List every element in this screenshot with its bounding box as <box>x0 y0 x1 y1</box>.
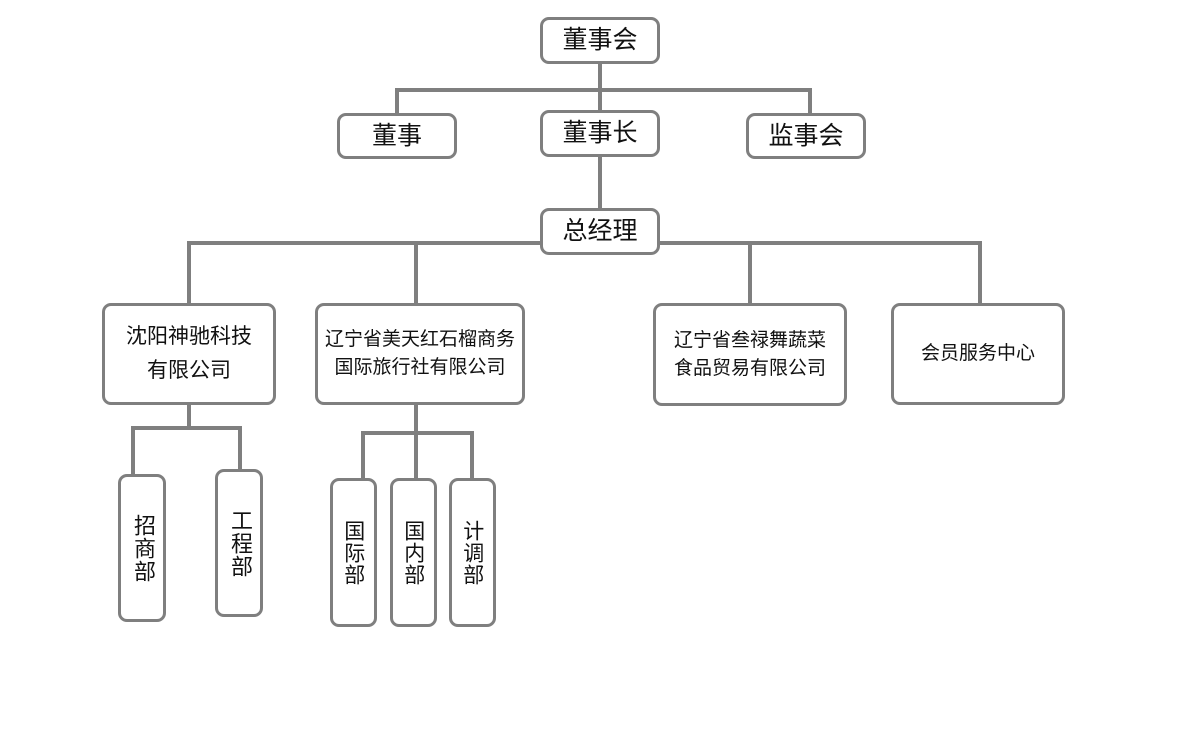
node-company-sanlu: 辽宁省叁禄舞蔬菜 食品贸易有限公司 <box>653 303 847 406</box>
node-board-label: 董事会 <box>562 25 638 55</box>
node-chairman-label: 董事长 <box>562 118 638 148</box>
node-member-service-center: 会员服务中心 <box>891 303 1065 405</box>
company-sanlu-line1: 辽宁省叁禄舞蔬菜 <box>673 328 826 351</box>
node-board: 董事会 <box>540 17 660 64</box>
member-service-center-label: 会员服务中心 <box>920 342 1035 365</box>
company-meitian-line1: 辽宁省美天红石榴商务 <box>324 328 515 351</box>
company-sanlu-line2: 食品贸易有限公司 <box>673 356 826 379</box>
company-meitian-line2: 国际旅行社有限公司 <box>334 356 506 378</box>
node-dept-gongcheng: 工程部 <box>215 469 263 617</box>
dept-zhaoshang-label: 招商部 <box>129 513 155 583</box>
dept-gongcheng-label: 工程部 <box>226 508 252 578</box>
node-director-label: 董事 <box>371 120 422 150</box>
node-dept-guonei: 国内部 <box>390 478 437 627</box>
node-director: 董事 <box>337 113 457 159</box>
node-general-manager: 总经理 <box>540 208 660 255</box>
node-company-meitian: 辽宁省美天红石榴商务 国际旅行社有限公司 <box>315 303 525 405</box>
node-supervisors-label: 监事会 <box>768 120 844 150</box>
node-dept-zhaoshang: 招商部 <box>118 474 166 622</box>
company-shenchi-line1: 沈阳神驰科技 <box>126 324 252 349</box>
node-chairman: 董事长 <box>540 110 660 157</box>
dept-jidiao-label: 计调部 <box>460 519 485 586</box>
dept-guonei-label: 国内部 <box>401 519 426 586</box>
node-company-shenchi: 沈阳神驰科技 有限公司 <box>102 303 276 405</box>
node-supervisors: 监事会 <box>746 113 866 159</box>
node-dept-guoji: 国际部 <box>330 478 377 627</box>
node-general-manager-label: 总经理 <box>562 216 638 246</box>
company-shenchi-line2: 有限公司 <box>147 358 231 382</box>
node-dept-jidiao: 计调部 <box>449 478 496 627</box>
dept-guoji-label: 国际部 <box>341 519 366 586</box>
